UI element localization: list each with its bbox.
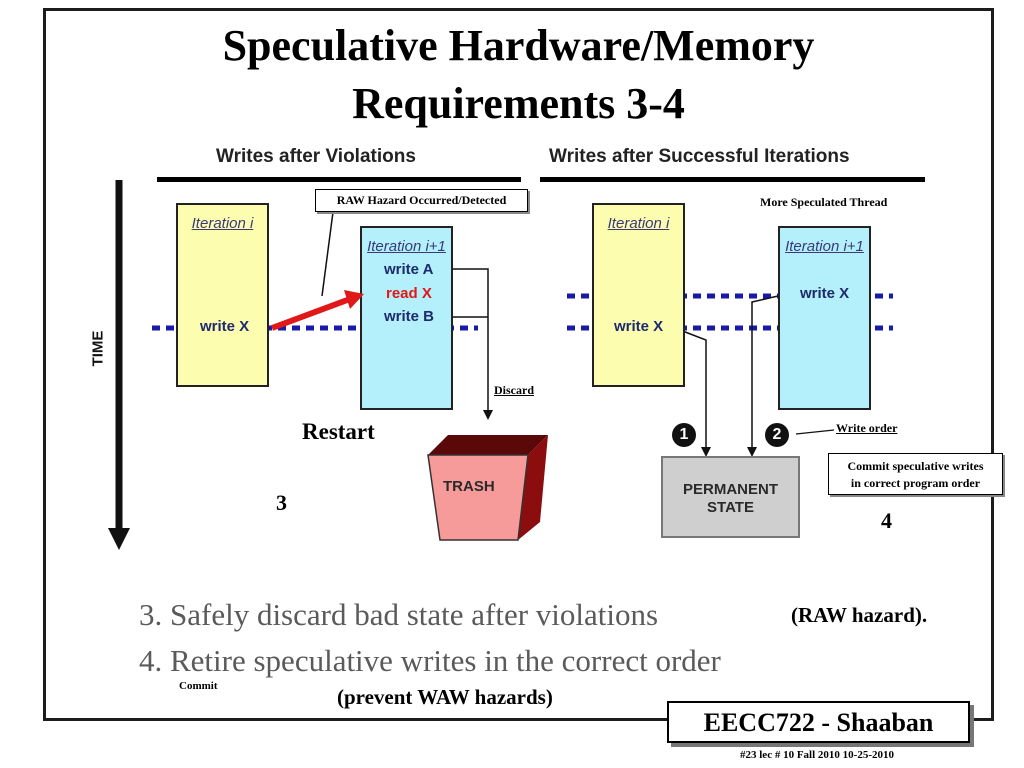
right-write-x-right-label: write X (800, 285, 850, 302)
bullet-item-3: 3. Safely discard bad state after violat… (139, 597, 659, 632)
write-order-label: Write order (836, 421, 898, 435)
left-iteration-i-box: Iteration i write X (176, 203, 269, 387)
left-iteration-i-label: Iteration i (191, 215, 254, 232)
slide-title-line1: Speculative Hardware/Memory (222, 21, 815, 70)
write-b-label: write B (384, 308, 435, 325)
bullet-item-4: 4. Retire speculative writes in the corr… (139, 643, 721, 678)
discard-label: Discard (494, 383, 534, 397)
commit-callout-line1: Commit speculative writes (847, 459, 984, 473)
right-heading-rule (540, 177, 925, 182)
permanent-state-line2: STATE (707, 499, 754, 516)
raw-hazard-arrowhead (344, 290, 364, 309)
course-title: EECC722 - Shaaban (703, 708, 934, 737)
left-step-number: 3 (276, 490, 287, 515)
time-axis-arrowhead (108, 528, 130, 550)
read-x-label: read X (386, 285, 432, 302)
bullet-item-3-suffix: (RAW hazard). (791, 603, 928, 627)
trash-label: TRASH (443, 478, 495, 495)
raw-callout-line (321, 211, 334, 297)
permanent-state-line1: PERMANENT (682, 481, 778, 498)
slide-title-line2: Requirements 3-4 (352, 79, 685, 128)
left-iteration-i1-label: Iteration i+1 (367, 238, 446, 255)
trash-front (427, 454, 529, 541)
discard-arrow (452, 268, 493, 420)
right-step-number: 4 (881, 508, 892, 533)
commit-note: Commit (179, 680, 218, 692)
left-write-x-label: write X (200, 318, 250, 335)
right-iteration-i-box: Iteration i write X (592, 203, 685, 387)
raw-hazard-callout: RAW Hazard Occurred/Detected (315, 189, 528, 212)
time-axis-label: TIME (89, 330, 107, 367)
left-iteration-i1-box: Iteration i+1 write A read X write B (360, 226, 453, 410)
trash-side (518, 435, 548, 540)
right-write-x-left-label: write X (614, 318, 664, 335)
more-speculated-label: More Speculated Thread (760, 195, 888, 209)
right-section-heading: Writes after Successful Iterations (549, 146, 850, 167)
right-iteration-i1-box: Iteration i+1 write X (778, 226, 871, 410)
permanent-state-box: PERMANENT STATE (661, 456, 800, 538)
write-order-pointer (795, 429, 835, 435)
order-badge-1: 1 (672, 423, 696, 447)
order-badge-2: 2 (765, 423, 789, 447)
waw-note: (prevent WAW hazards) (337, 685, 553, 709)
right-iteration-i-label: Iteration i (607, 215, 670, 232)
left-heading-rule (157, 177, 521, 182)
raw-hazard-arrow (270, 296, 352, 331)
slide-meta: #23 lec # 10 Fall 2010 10-25-2010 (740, 749, 894, 761)
commit-callout-line2: in correct program order (850, 476, 981, 490)
write-a-label: write A (384, 261, 434, 278)
course-footer-box: EECC722 - Shaaban (667, 701, 970, 743)
commit-callout: Commit speculative writes in correct pro… (828, 453, 1003, 495)
slide-frame (43, 8, 994, 721)
right-iteration-i1-label: Iteration i+1 (785, 238, 864, 255)
trash-top (428, 435, 548, 455)
left-section-heading: Writes after Violations (216, 146, 416, 167)
commit-arrow-2 (747, 295, 779, 457)
commit-arrow-1 (679, 329, 711, 457)
restart-label: Restart (302, 419, 375, 444)
